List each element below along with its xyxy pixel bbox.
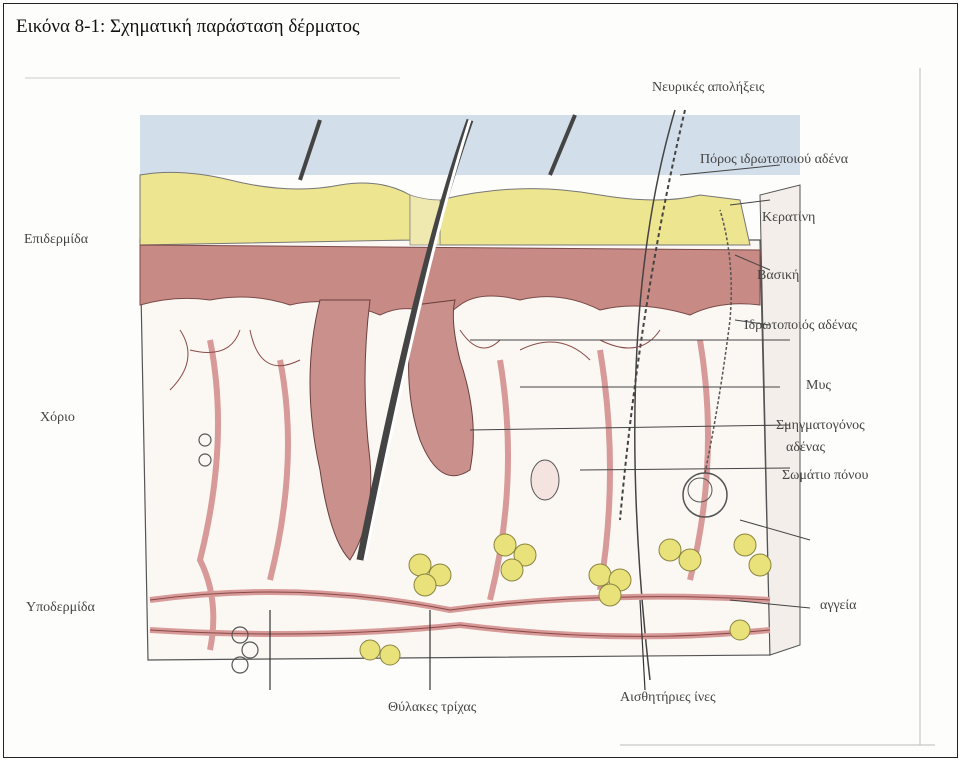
label-nerve-body: Σωμάτιο πόνου [782, 468, 868, 484]
label-dermis: Χόριο [40, 410, 75, 426]
label-sebaceous-1: Σμηγματογόνος [776, 418, 865, 434]
label-hypodermis: Υποδερμίδα [26, 600, 95, 616]
label-sweat-pore: Πόρος ιδρωτοποιού αδένα [700, 152, 848, 168]
label-nerve-fibers: Αισθητήριες ίνες [620, 690, 716, 706]
label-nerve-endings: Νευρικές απολήξεις [652, 80, 764, 96]
label-basal: Βασική [757, 268, 799, 284]
label-sweat-gland: Ιδρωτοποιός αδένας [744, 318, 857, 334]
label-hair-follicles: Θύλακες τρίχας [388, 700, 476, 716]
label-vessels: αγγεία [820, 598, 856, 614]
label-muscle: Μυς [806, 378, 831, 394]
keratin-layer-right [440, 189, 750, 245]
label-sebaceous-2: αδένας [786, 440, 825, 456]
label-epidermis: Επιδερμίδα [24, 232, 88, 248]
sebaceous-gland [531, 460, 559, 500]
keratin-layer-left [140, 172, 410, 245]
label-keratin: Κερατίνη [762, 210, 815, 226]
